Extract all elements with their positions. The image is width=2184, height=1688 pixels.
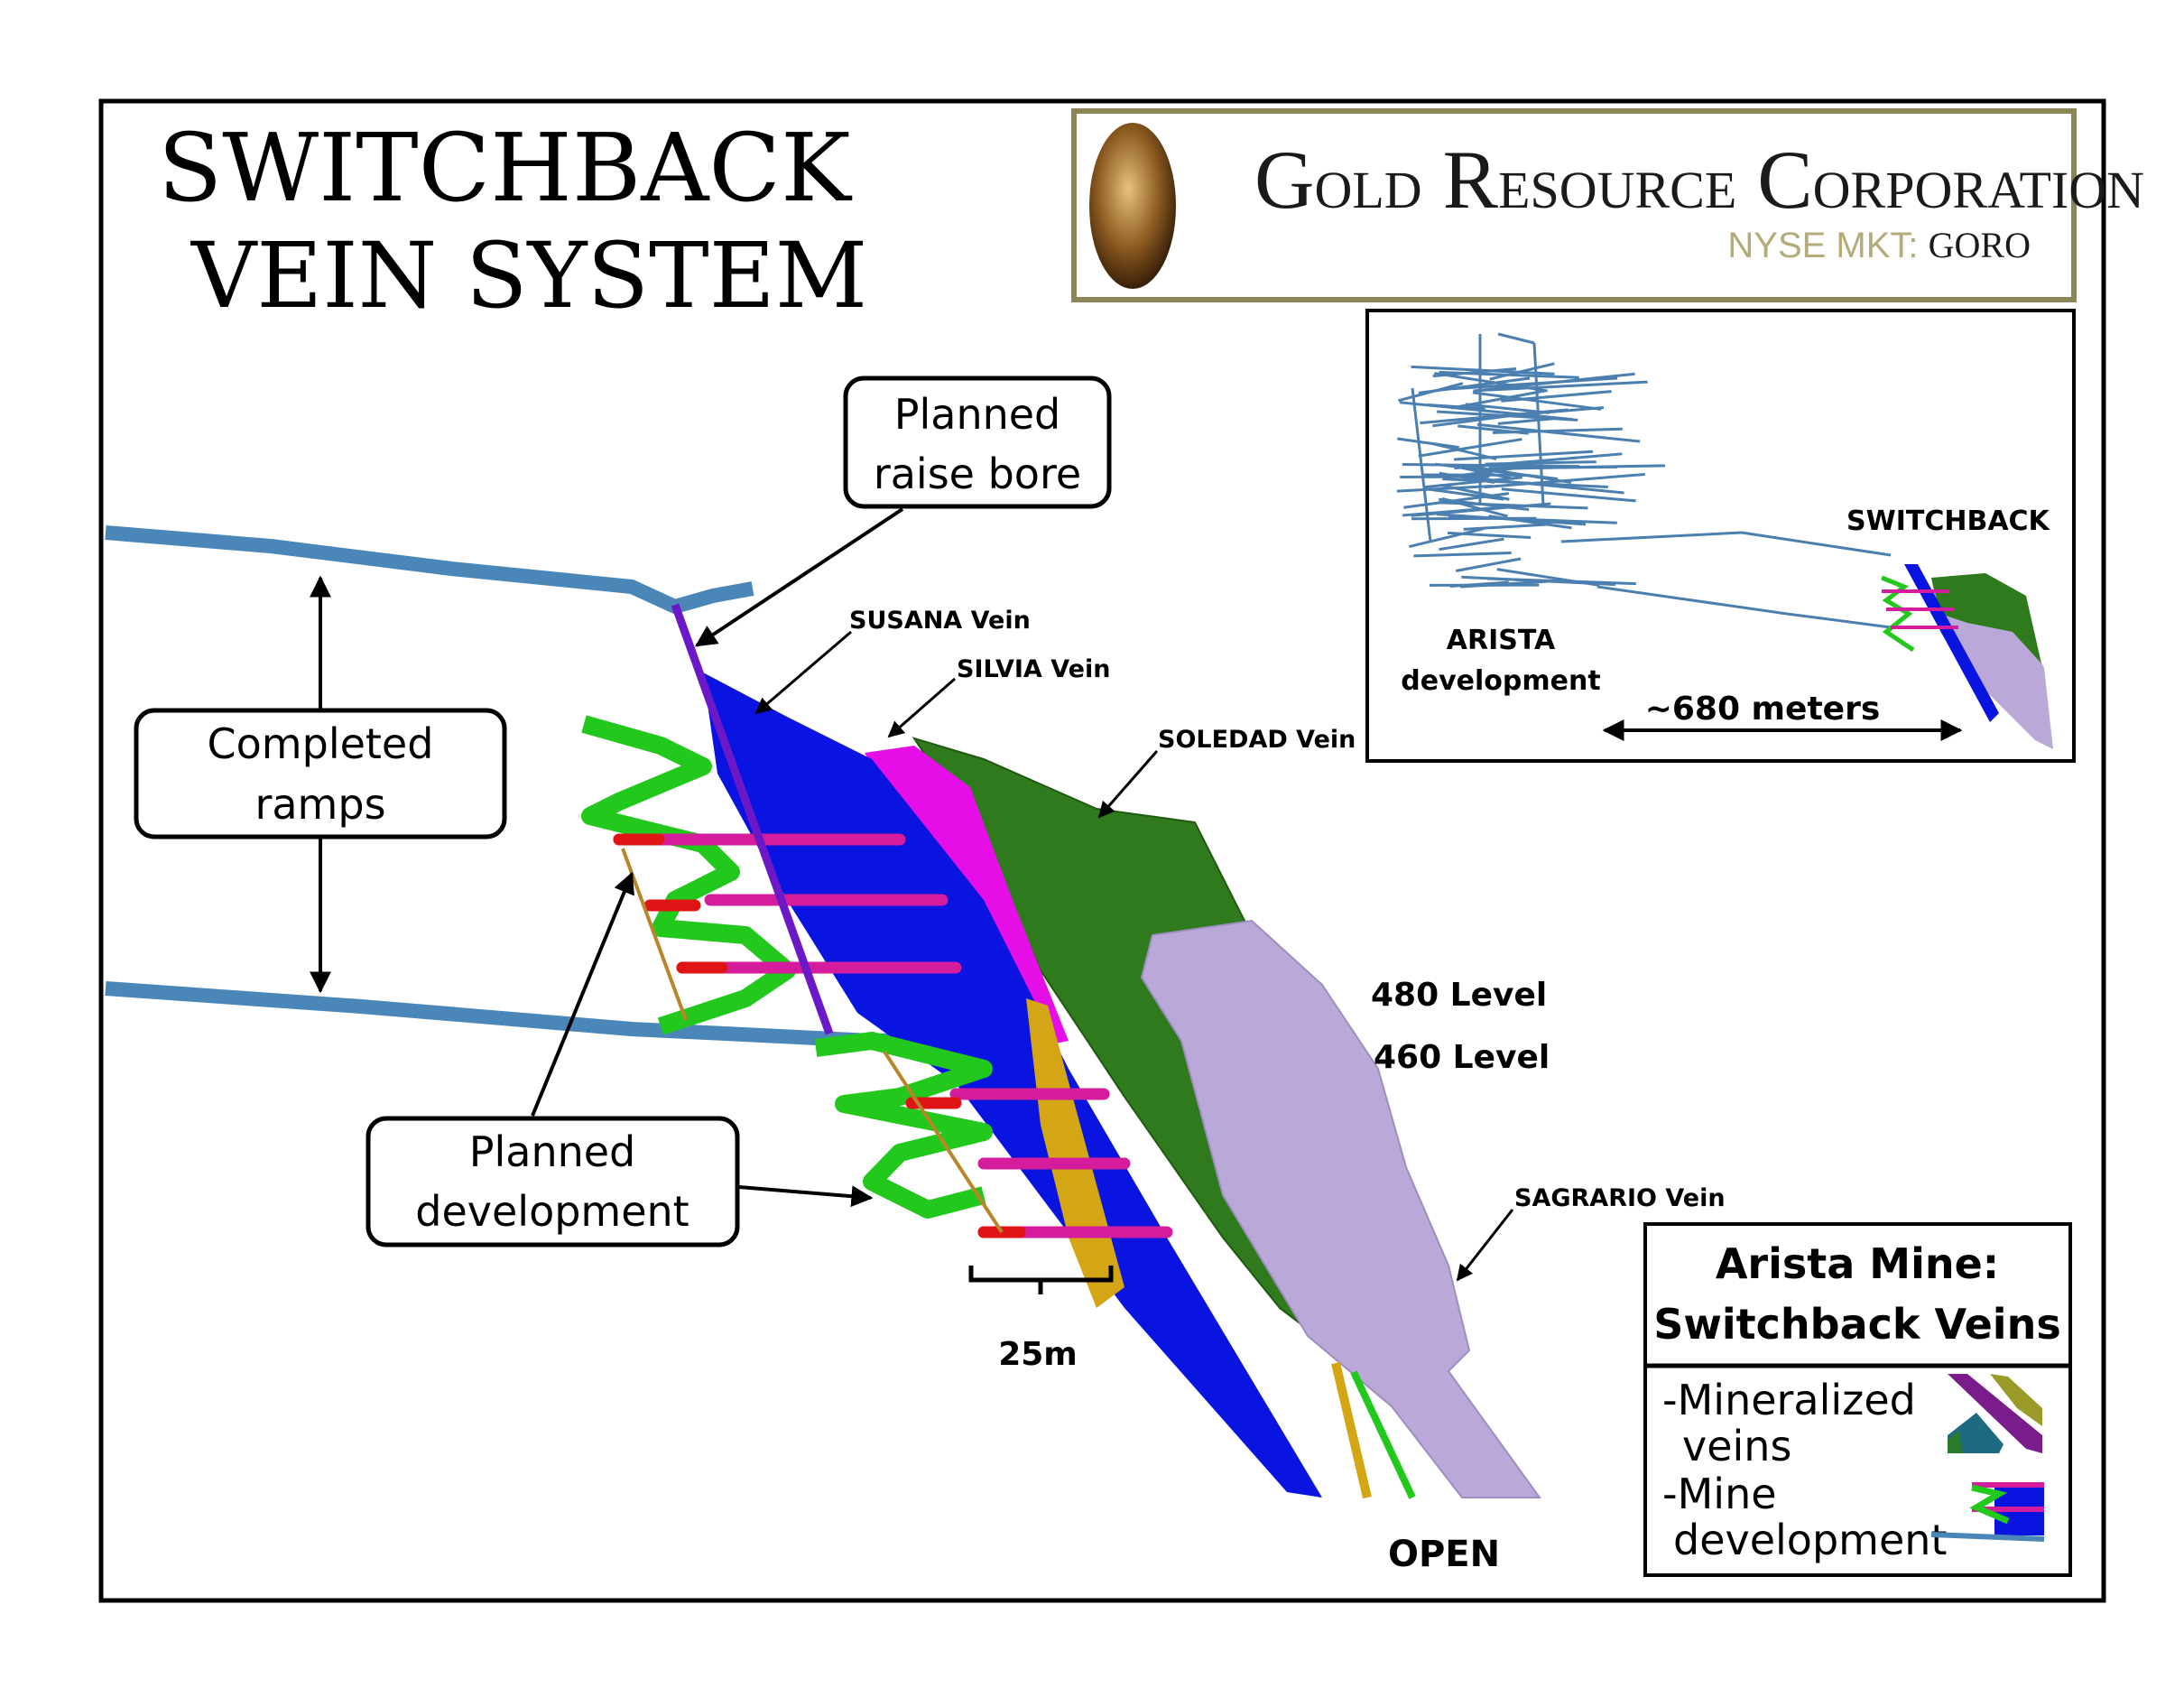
- outer-frame: [98, 98, 2106, 1603]
- silvia-vein-label: SILVIA Vein: [957, 655, 1110, 683]
- arista-workings: [1396, 332, 1666, 589]
- mine-working-line: [1453, 450, 1594, 461]
- mine-working-line: [1436, 513, 1587, 526]
- mine-working-line: [1480, 380, 1648, 393]
- sagrario-vein-label: SAGRARIO Vein: [1514, 1184, 1726, 1212]
- scale-bar-label: 25m: [998, 1336, 1078, 1373]
- raise-bore: [671, 603, 834, 1035]
- company-name: GOLD RESOURCE CORPORATION: [1254, 134, 2144, 226]
- inset-arista-label: ARISTA: [1447, 625, 1556, 656]
- mine-working-line: [1473, 372, 1635, 393]
- soledad-arrow: [1097, 750, 1159, 819]
- mine-working-line: [1499, 464, 1666, 470]
- mine-working-line: [1435, 462, 1559, 481]
- mine-working-line: [1413, 552, 1512, 558]
- mine-working-line: [1476, 422, 1641, 443]
- legend-title-line1: Arista Mine:: [1716, 1239, 1999, 1288]
- raise-bore-callout-line1: Planned: [894, 390, 1061, 439]
- planned-development-line2: development: [415, 1187, 689, 1236]
- open-label: OPEN: [1388, 1534, 1500, 1575]
- soledad-vein-label: SOLEDAD Vein: [1158, 726, 1356, 754]
- mine-working-line: [1454, 452, 1623, 470]
- ramp-lower-extension: [1350, 1370, 1416, 1499]
- mine-working-line: [1442, 478, 1608, 488]
- mine-working-line: [1501, 487, 1636, 503]
- susana-vein-label: SUSANA Vein: [849, 607, 1031, 635]
- gold-vein-lower: [1331, 1361, 1372, 1499]
- mine-working-line: [1460, 579, 1557, 589]
- mine-working-line: [1455, 557, 1522, 572]
- susana-vein: [703, 672, 1322, 1498]
- mine-working-line: [1409, 527, 1485, 549]
- inset-soledad: [1931, 573, 2041, 663]
- lower-ramp: [814, 1032, 993, 1219]
- mine-working-line: [1424, 476, 1522, 489]
- legend-development-swatch: [1930, 1482, 2045, 1542]
- scale-bar: [968, 1266, 1114, 1294]
- level-460-label: 460 Level: [1374, 1039, 1550, 1076]
- completed-ramps-line2: ramps: [254, 780, 385, 829]
- coin-logo-icon: [1089, 123, 1176, 289]
- inset-susana: [1904, 564, 1999, 722]
- mine-working-line: [1398, 382, 1464, 403]
- legend-item-veins-line1: -Mineralized: [1662, 1376, 1916, 1424]
- planned-development-arrow-right: [738, 1185, 874, 1208]
- mine-working-line: [1439, 483, 1510, 501]
- legend-item-veins-line2: veins: [1682, 1422, 1791, 1470]
- title-line2: VEIN SYSTEM: [190, 223, 867, 329]
- completed-ramps-callout: [134, 708, 507, 839]
- mine-working-line: [1532, 342, 1545, 506]
- legend-title-line2: Switchback Veins: [1653, 1300, 2060, 1349]
- mine-working-line: [1418, 438, 1522, 458]
- mine-working-line: [1396, 484, 1493, 493]
- mine-working-line: [1458, 424, 1529, 435]
- inset-ramp: [1881, 575, 1915, 653]
- planned-development-callout: [366, 1116, 740, 1247]
- mine-working-line: [1411, 387, 1432, 543]
- legend: Arista Mine: Switchback Veins -Mineraliz…: [1643, 1222, 2072, 1577]
- mine-working-line: [1434, 371, 1548, 393]
- legend-veins-swatch: [1948, 1374, 2042, 1453]
- legend-item-dev-line2: development: [1673, 1516, 1947, 1564]
- company-logo: GOLD RESOURCE CORPORATION NYSE MKT: GORO: [1071, 108, 2144, 302]
- legend-item-dev-line1: -Mine: [1662, 1470, 1777, 1518]
- mine-working-line: [1439, 537, 1504, 552]
- mine-working-line: [1447, 531, 1532, 540]
- raise-bore-arrow: [694, 507, 904, 647]
- inset-map: SWITCHBACK ARISTA development ~680 meter…: [1365, 309, 2076, 763]
- planned-development-arrow-up: [531, 871, 634, 1117]
- level-480-label: 480 Level: [1371, 977, 1547, 1014]
- sagrario-arrow: [1456, 1209, 1514, 1282]
- ticker-line: NYSE MKT: GORO: [1727, 225, 2031, 265]
- mine-working-line: [1497, 417, 1553, 425]
- mine-working-line: [1463, 523, 1552, 531]
- upper-drift: [105, 525, 754, 614]
- sagrario-vein: [1140, 919, 1541, 1498]
- completed-ramps-line1: Completed: [208, 719, 434, 768]
- inset-switchback-label: SWITCHBACK: [1846, 505, 2051, 537]
- raise-bore-callout: [843, 376, 1112, 509]
- susana-arrow: [754, 630, 852, 715]
- mine-working-line: [1497, 332, 1535, 345]
- level-crosscuts: [613, 833, 1173, 1238]
- planned-development-line1: Planned: [469, 1127, 636, 1176]
- mine-working-line: [1430, 487, 1504, 501]
- silvia-arrow: [887, 677, 956, 738]
- raise-bore-callout-line2: raise bore: [874, 450, 1081, 498]
- inset-distance-label: ~680 meters: [1645, 691, 1881, 728]
- title-line1: SWITCHBACK: [158, 113, 853, 223]
- inset-development-label: development: [1401, 665, 1600, 697]
- mine-working-line: [1489, 362, 1555, 381]
- mine-working-line: [1411, 502, 1551, 517]
- mine-working-line: [1397, 437, 1459, 450]
